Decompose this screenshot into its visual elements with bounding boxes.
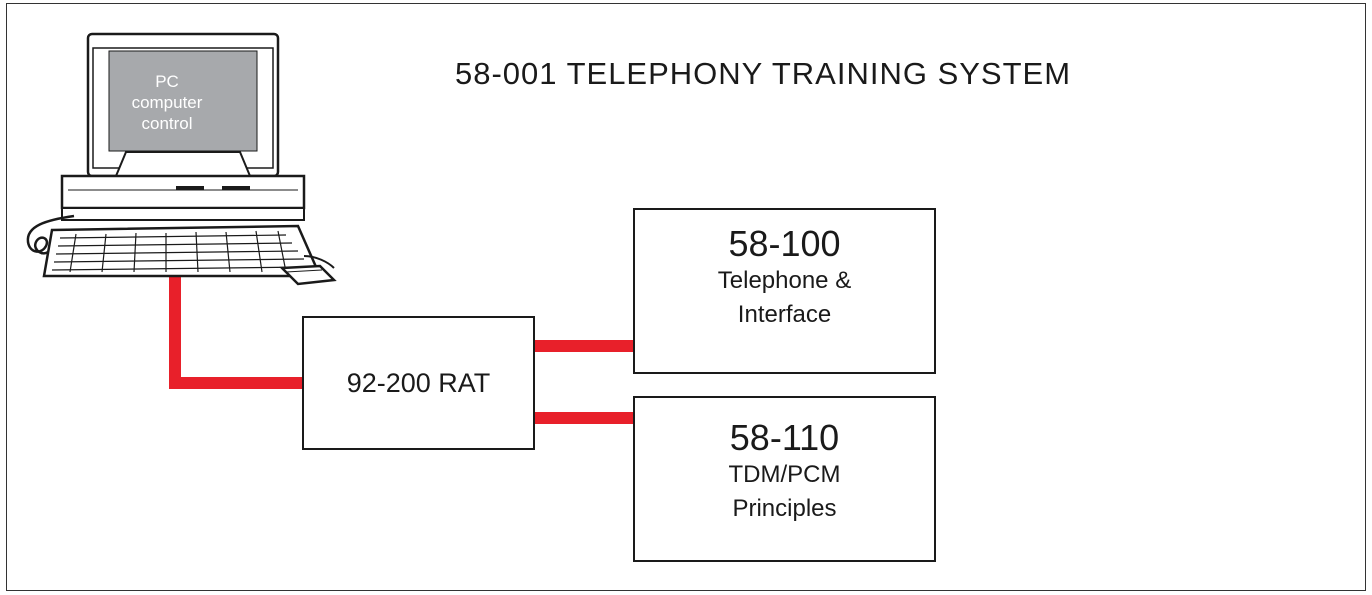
module-58-110-name-line2: Principles [732, 495, 837, 522]
rat-box: 92-200 RAT [302, 316, 535, 450]
pc-computer-icon [26, 32, 337, 286]
module-58-110-name-line1: TDM/PCM [728, 461, 841, 488]
monitor-screen [108, 50, 258, 152]
screen-line-pc: PC [155, 71, 179, 91]
module-58-100-box: 58-100 Telephone & Interface [633, 208, 936, 374]
module-58-100-number: 58-100 [728, 223, 841, 264]
screen-line-control: control [141, 113, 193, 133]
pc-screen-label: PC computer control [93, 52, 241, 152]
module-58-110-box: 58-110 TDM/PCM Principles [633, 396, 936, 562]
screen-line-computer: computer [131, 92, 203, 112]
module-58-100-name-line1: Telephone & [717, 267, 852, 294]
diagram-frame [6, 3, 1366, 591]
module-58-100-name-line2: Interface [737, 301, 832, 328]
module-58-110-number: 58-110 [729, 417, 840, 458]
diagram-title: 58-001 TELEPHONY TRAINING SYSTEM [455, 56, 1072, 91]
rat-label: 92-200 RAT [346, 367, 491, 398]
wire-pc-to-rat [169, 276, 302, 389]
